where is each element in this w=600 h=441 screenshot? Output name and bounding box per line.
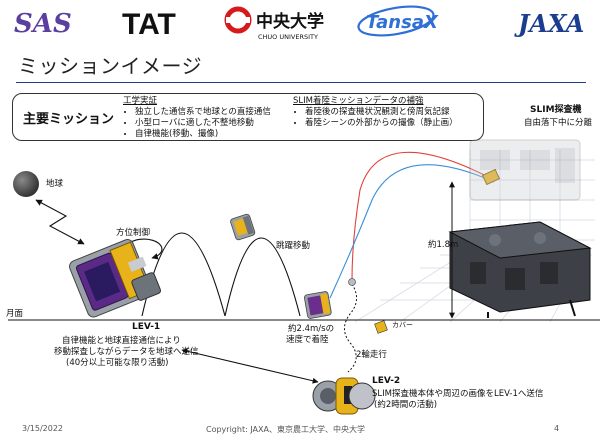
engineering-heading: 工学実証 [123, 96, 158, 106]
earth-comm-link [35, 199, 85, 245]
slim-subtitle: 自由落下中に分離 [524, 118, 593, 128]
lev1-name: LEV-1 [132, 322, 161, 332]
slim-upper-icon [469, 139, 581, 201]
earth-label: 地球 [46, 179, 64, 189]
hop-label: 跳躍移動 [276, 241, 311, 251]
page-title: ミッションイメージ [18, 54, 203, 78]
mission-box: 主要ミッション 工学実証 独立した通信系で地球との直接通信 小型ローバに適した不… [12, 93, 484, 141]
separated-rover-icon [481, 168, 501, 186]
footer-date: 3/15/2022 [22, 424, 64, 433]
engineering-item: 自律機能(移動、撮像) [135, 129, 271, 140]
lev1-rover-icon [69, 239, 162, 318]
azimuth-label: 方位制御 [116, 228, 151, 238]
cover-icon [374, 320, 388, 334]
slim-lander-icon [448, 221, 592, 318]
tansax-logo: TansaX [357, 5, 439, 37]
hop-arc [224, 237, 301, 317]
lev2-fall-path [344, 283, 357, 373]
lev1-landed-icon [304, 291, 332, 319]
earth-icon [13, 171, 39, 197]
footer-copyright: Copyright: JAXA、東京農工大学、中央大学 [206, 425, 365, 434]
logo-graphics: SAS TAT 中央大学 CHUO UNIVERSITY TansaX JAXA [14, 5, 584, 41]
lev1-desc: 移動探査しながらデータを地球へ送信 [54, 347, 199, 357]
two-wheel-label: 2輪走行 [356, 350, 387, 360]
jaxa-logo: JAXA [514, 9, 584, 38]
cover-label: カバー [392, 321, 413, 329]
lev2-rover-icon [312, 377, 376, 415]
mission-title: 主要ミッション [23, 112, 115, 127]
blue-comm-link [329, 164, 495, 299]
lev2-name: LEV-2 [372, 376, 401, 386]
svg-text:TansaX: TansaX [366, 12, 439, 33]
landing-speed-line2: 速度で着陸 [286, 335, 329, 345]
lev2-desc: SLIM探査機本体や周辺の画像をLEV-1へ送信 [372, 389, 544, 399]
chuo-en-text: CHUO UNIVERSITY [258, 33, 318, 41]
chuo-jp-text: 中央大学 [256, 11, 324, 32]
lev2-desc: (約2時間の活動) [374, 400, 438, 410]
lunar-surface-label: 月面 [6, 309, 24, 319]
slim-title: SLIM探査機 [530, 105, 582, 115]
landing-speed-line1: 約2.4m/sの [288, 324, 335, 334]
engineering-column: 工学実証 独立した通信系で地球との直接通信 小型ローバに適した不整地移動 自律機… [123, 96, 271, 140]
lev2-falling-icon [348, 278, 356, 286]
engineering-item: 小型ローバに適した不整地移動 [135, 118, 271, 129]
slim-heading: SLIM着陸ミッションデータの補強 [293, 96, 424, 106]
tat-logo: TAT [122, 8, 176, 41]
slim-item: 着陸後の探査機状況観測と傍周気記録 [305, 107, 458, 118]
lev1-desc: (40分以上可能な限り活動) [66, 358, 169, 368]
lev2-to-lev1-link [181, 348, 319, 384]
sas-logo: SAS [14, 9, 72, 39]
engineering-item: 独立した通信系で地球との直接通信 [135, 107, 271, 118]
logo-bar: SAS TAT 中央大学 CHUO UNIVERSITY TansaX JAXA [0, 0, 600, 44]
slim-item: 着陸シーンの外部からの撮像（静止画） [305, 118, 458, 129]
lev1-hop-icon [230, 213, 256, 241]
footer-page-number: 4 [554, 424, 560, 433]
title-divider [16, 82, 586, 83]
red-comm-link [351, 151, 495, 281]
height-label: 約1.8m [428, 240, 459, 250]
chuo-logo [224, 6, 252, 34]
slim-column: SLIM着陸ミッションデータの補強 着陸後の探査機状況観測と傍周気記録 着陸シー… [293, 96, 458, 129]
lev1-desc: 自律機能と地球直接通信により [62, 336, 181, 346]
